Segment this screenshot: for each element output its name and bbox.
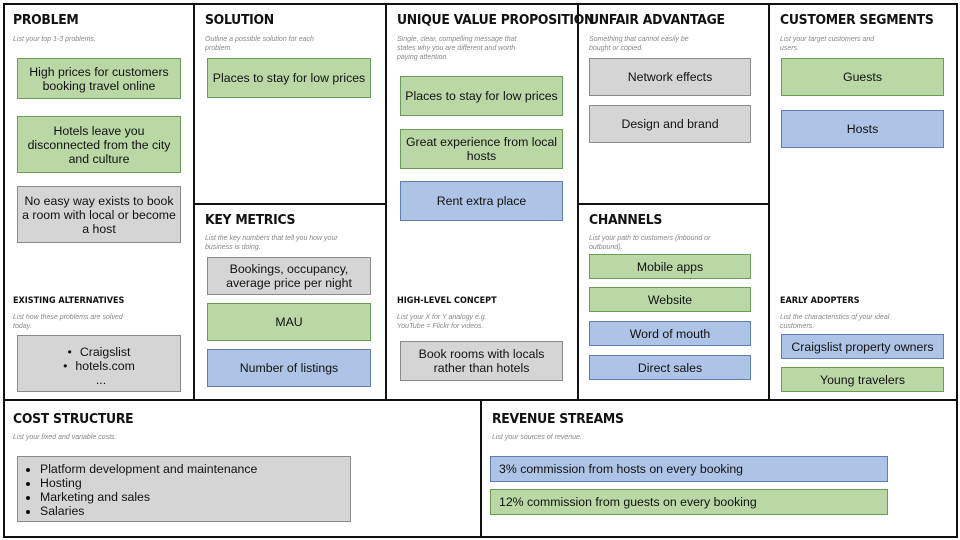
section-title: UNFAIR ADVANTAGE (589, 12, 725, 28)
solution-section: SOLUTION Outline a possible solution for… (195, 3, 385, 203)
list-item: hotels.com (22, 359, 176, 373)
section-title: CUSTOMER SEGMENTS (780, 12, 934, 28)
sticky-note: Word of mouth (589, 321, 751, 346)
divider (577, 203, 770, 205)
list-item: Salaries (40, 504, 346, 518)
list-item: Platform development and maintenance (40, 462, 346, 476)
sticky-note: Guests (781, 58, 944, 96)
section-title: CHANNELS (589, 212, 663, 228)
list-item: Craigslist (22, 345, 176, 359)
sticky-note: Young travelers (781, 367, 944, 392)
section-hint: Something that cannot easily be bought o… (589, 36, 689, 52)
section-hint: Outline a possible solution for each pro… (205, 36, 314, 52)
sticky-note: Design and brand (589, 105, 751, 143)
section-title: REVENUE STREAMS (492, 411, 624, 427)
divider (193, 3, 195, 401)
subsection-hint: List the characteristics of your ideal c… (780, 314, 890, 330)
sticky-note: Website (589, 287, 751, 312)
sticky-note: Places to stay for low prices (400, 76, 563, 116)
section-title: COST STRUCTURE (13, 411, 134, 427)
unfair-advantage-section: UNFAIR ADVANTAGE Something that cannot e… (579, 3, 768, 203)
section-hint: List your fixed and variable costs. (13, 434, 117, 441)
section-hint: List your top 1-3 problems. (13, 36, 96, 43)
divider (385, 3, 387, 401)
key-metrics-section: KEY METRICS List the key numbers that te… (195, 205, 385, 399)
section-title: UNIQUE VALUE PROPOSITION (397, 12, 595, 28)
sticky-note: Number of listings (207, 349, 371, 387)
revenue-streams-section: REVENUE STREAMS List your sources of rev… (482, 401, 958, 538)
list-ellipsis: ... (95, 373, 107, 387)
subsection-title: HIGH-LEVEL CONCEPT (397, 296, 497, 306)
sticky-note: Great experience from local hosts (400, 129, 563, 169)
divider (577, 3, 579, 401)
sticky-note-alternatives: Craigslist hotels.com ... (17, 335, 181, 392)
problem-section: PROBLEM List your top 1-3 problems. High… (3, 3, 193, 399)
section-title: SOLUTION (205, 12, 274, 28)
divider (193, 203, 387, 205)
divider (480, 400, 482, 538)
section-hint: List the key numbers that tell you how y… (205, 235, 338, 251)
sticky-note: Places to stay for low prices (207, 58, 371, 98)
sticky-note: MAU (207, 303, 371, 341)
sticky-note: High prices for customers booking travel… (17, 58, 181, 99)
section-hint: List your target customers and users. (780, 36, 875, 52)
uvp-section: UNIQUE VALUE PROPOSITION Single, clear, … (387, 3, 594, 399)
sticky-note-costs: Platform development and maintenance Hos… (17, 456, 351, 522)
sticky-note: Rent extra place (400, 181, 563, 221)
sticky-note: Hosts (781, 110, 944, 148)
customer-segments-section: CUSTOMER SEGMENTS List your target custo… (770, 3, 958, 399)
subsection-hint: List how these problems are solved today… (13, 314, 123, 330)
divider (768, 3, 770, 401)
section-hint: List your sources of revenue. (492, 434, 582, 441)
section-title: PROBLEM (13, 12, 79, 28)
sticky-note: Book rooms with locals rather than hotel… (400, 341, 563, 381)
section-hint: List your path to customers (inbound or … (589, 235, 711, 251)
subsection-title: EXISTING ALTERNATIVES (13, 296, 125, 306)
section-hint: Single, clear, compelling message that s… (397, 36, 517, 61)
subsection-hint: List your X for Y analogy e.g. YouTube =… (397, 314, 487, 330)
sticky-note: No easy way exists to book a room with l… (17, 186, 181, 243)
channels-section: CHANNELS List your path to customers (in… (579, 205, 768, 399)
sticky-note: Craigslist property owners (781, 334, 944, 359)
list-item: Hosting (40, 476, 346, 490)
subsection-title: EARLY ADOPTERS (780, 296, 860, 306)
sticky-note: Bookings, occupancy, average price per n… (207, 257, 371, 295)
sticky-note: Hotels leave you disconnected from the c… (17, 116, 181, 173)
divider (3, 399, 958, 401)
sticky-note: 3% commission from hosts on every bookin… (490, 456, 888, 482)
sticky-note: Network effects (589, 58, 751, 96)
section-title: KEY METRICS (205, 212, 296, 228)
sticky-note: Mobile apps (589, 254, 751, 279)
sticky-note: 12% commission from guests on every book… (490, 489, 888, 515)
sticky-note: Direct sales (589, 355, 751, 380)
cost-structure-section: COST STRUCTURE List your fixed and varia… (3, 401, 480, 538)
list-item: Marketing and sales (40, 490, 346, 504)
